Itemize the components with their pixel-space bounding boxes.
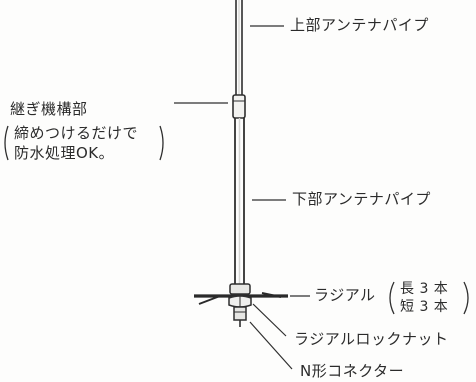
label-radial-lock-nut: ラジアルロックナット — [294, 330, 449, 348]
radial-count-left-paren — [389, 281, 395, 315]
label-joint-mechanism: 継ぎ機構部 — [10, 100, 88, 118]
joint-note-left-paren — [4, 125, 9, 161]
n-connector — [233, 306, 247, 327]
label-joint-note-line1: 締めつけるだけで — [14, 124, 139, 142]
joint-note-right-paren — [159, 125, 164, 161]
upper-antenna-pipe — [235, 0, 243, 96]
radial-lock-nut — [228, 283, 252, 308]
radial-count-right-paren — [463, 281, 469, 315]
lower-antenna-pipe — [234, 118, 245, 284]
leader-connector — [249, 321, 293, 370]
label-radial-short-count: 短 3 本 — [400, 299, 449, 315]
label-n-connector: N形コネクター — [300, 362, 405, 380]
label-lower-antenna-pipe: 下部アンテナパイプ — [292, 190, 431, 208]
label-radial: ラジアル — [314, 286, 376, 304]
label-upper-antenna-pipe: 上部アンテナパイプ — [290, 16, 429, 34]
label-joint-note-line2: 防水処理OK。 — [14, 144, 115, 162]
joint-mechanism — [232, 94, 246, 119]
leader-lock-nut — [252, 303, 287, 337]
label-radial-long-count: 長 3 本 — [400, 281, 449, 297]
